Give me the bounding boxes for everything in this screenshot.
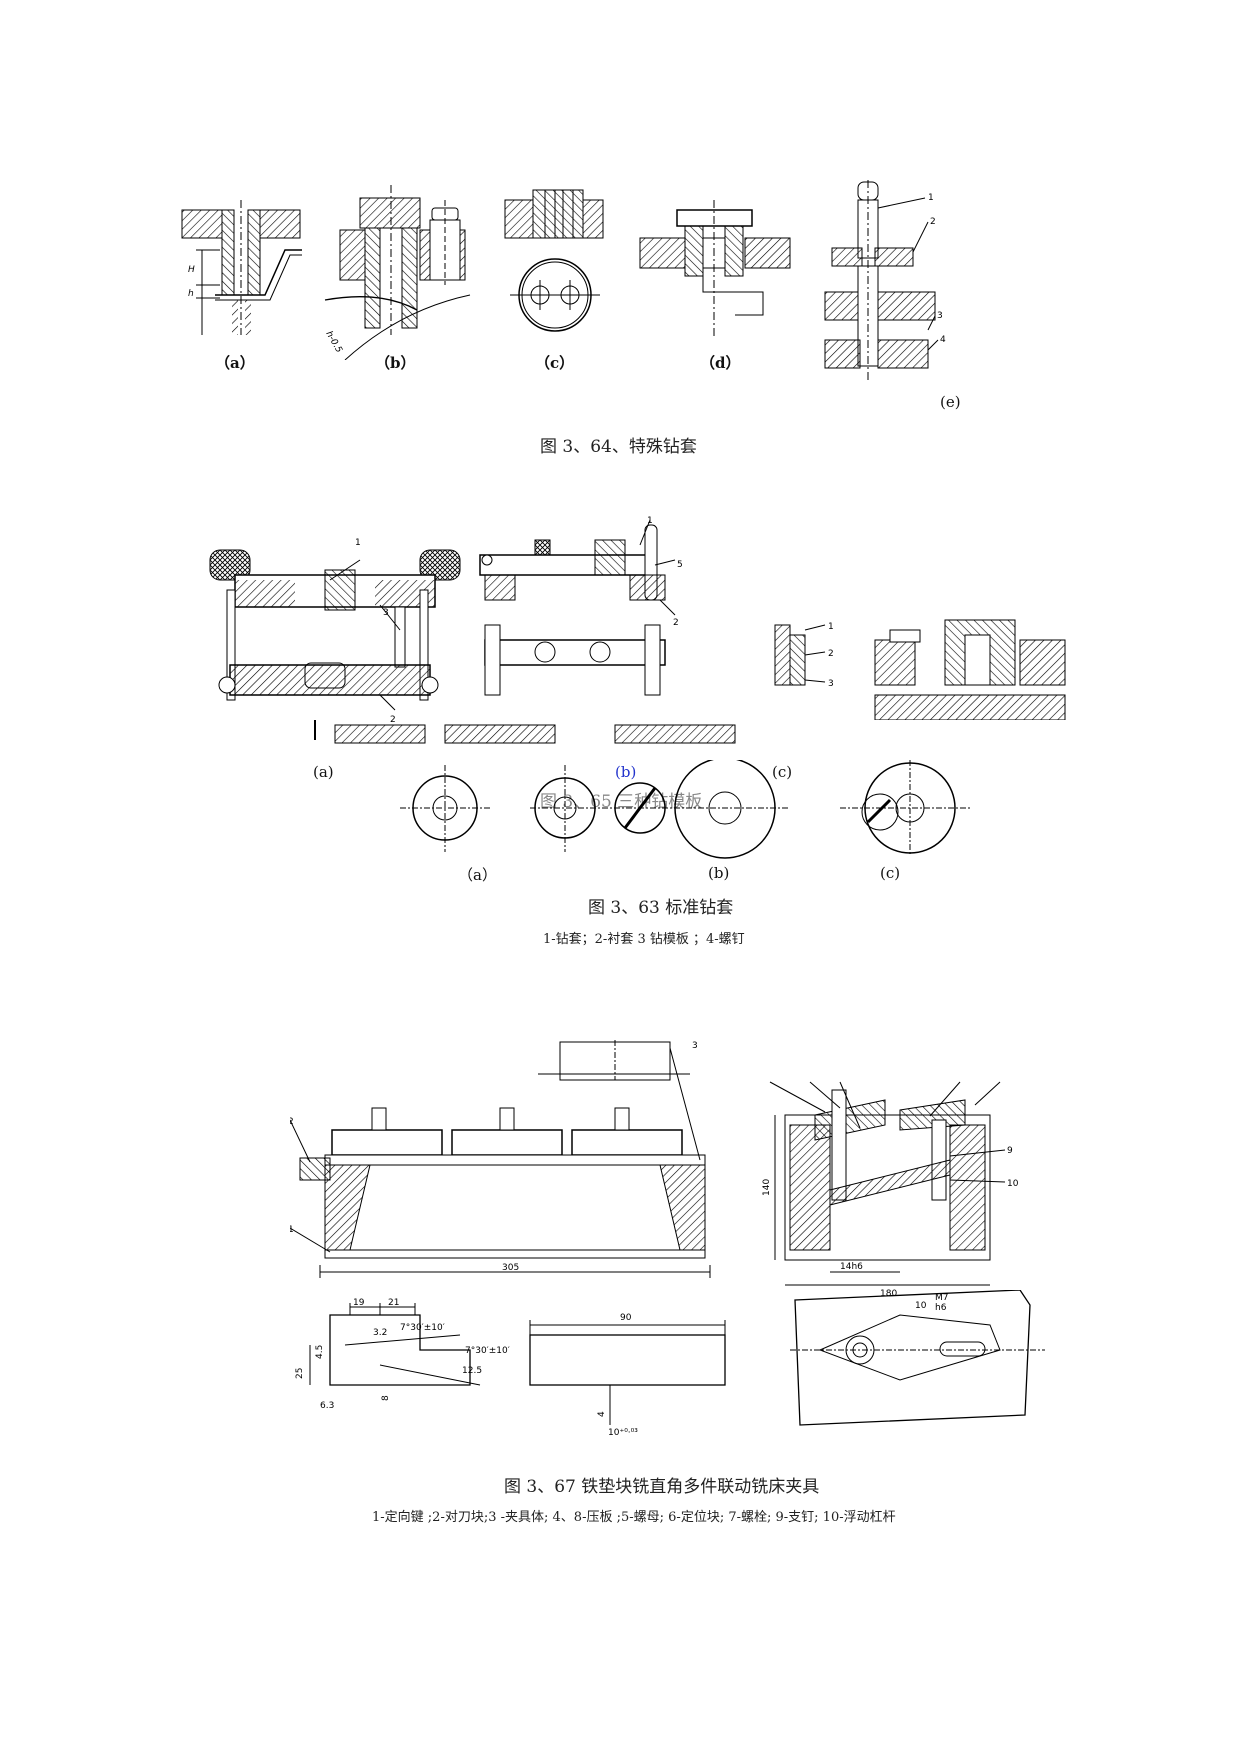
callout-3-67-10: 10 (1007, 1179, 1019, 1189)
drill-bushing-a-drawing: H h (181, 200, 302, 335)
callout-e-1: 1 (928, 193, 934, 203)
drill-bushing-d-drawing (639, 200, 791, 338)
dim-19: 19 (353, 1298, 365, 1308)
label-3-64-e: (e) (940, 393, 961, 411)
caption-3-67: 图 3、67 铁垫块铣直角多件联动铣床夹具 (504, 1477, 820, 1497)
dim-25: 25 (295, 1368, 305, 1379)
dim-14h6: 14h6 (840, 1262, 863, 1272)
dim-10: 10 (915, 1301, 927, 1311)
bushing-c-plan (840, 760, 970, 856)
roughness-6-3: 6.3 (320, 1401, 334, 1411)
label-3-65-c: (c) (772, 763, 793, 781)
callout-e-2: 2 (930, 217, 936, 227)
dim-H: H (188, 265, 195, 275)
callout-3-67-5: 5 (802, 1080, 808, 1083)
callout-3-65-c-1: 1 (828, 622, 834, 632)
fig-3-67-workpiece-detail: 19 21 7°30′±10′ 7°30′±10′ 4.5 25 8 6.3 3… (295, 1298, 726, 1438)
callout-3-65-a-2: 2 (390, 715, 396, 725)
callout-3-65-c-2: 2 (828, 649, 834, 659)
label-3-64-c: （c） (535, 354, 575, 372)
drill-bushing-e-drawing: 1 2 3 4 (824, 180, 946, 380)
label-3-63-b: (b) (708, 864, 730, 882)
fig-3-67-front-view: 2 1 3 305 (290, 1040, 711, 1278)
dim-angle-2: 7°30′±10′ (465, 1346, 510, 1356)
roughness-3-2: 3.2 (373, 1328, 387, 1338)
callout-3-67-4: 4 (762, 1080, 768, 1083)
dim-180: 180 (880, 1289, 897, 1299)
label-3-64-d: （d） (700, 354, 741, 372)
caption-3-63: 图 3、63 标准钻套 (588, 898, 734, 918)
bushing-a-plan (400, 765, 490, 852)
drill-bushing-b-drawing: h-0.5 (323, 185, 471, 360)
callout-3-67-9: 9 (1007, 1146, 1013, 1156)
callout-3-65-b-2: 2 (673, 618, 679, 628)
roughness-12-5: 12.5 (462, 1366, 482, 1376)
dim-angle-1: 7°30′±10′ (400, 1323, 445, 1333)
label-3-64-b: （b） (375, 354, 416, 372)
drill-plate-b-drawing: 1 5 2 (479, 516, 683, 696)
label-3-65-a: (a) (313, 763, 334, 781)
legend-3-67: 1-定向键 ;2-对刀块;3 -夹具体; 4、8-压板 ;5-螺母; 6-定位块… (372, 1510, 896, 1525)
label-3-63-c: (c) (880, 864, 901, 882)
legend-3-63: 1-钻套；2-衬套 3 钻模板 ；4-螺钉 (543, 932, 745, 947)
fig-3-67-side-view: 4 5 6 7 8 9 10 140 14h6 180 (762, 1080, 1019, 1299)
dim-140: 140 (762, 1179, 772, 1196)
callout-3-67-8: 8 (998, 1080, 1004, 1083)
drill-plate-c-small-drawing: 1 2 3 (774, 622, 834, 689)
dim-m7: M7 (935, 1293, 949, 1303)
bushing-b-plan (530, 760, 790, 859)
callout-3-65-a-1: 1 (355, 538, 361, 548)
label-3-65-b: (b) (615, 763, 637, 781)
dim-90: 90 (620, 1313, 632, 1323)
label-3-64-a: （a） (215, 354, 255, 372)
dim-4-5: 4.5 (315, 1345, 325, 1359)
callout-3-65-b-1: 1 (647, 516, 653, 526)
callout-e-3: 3 (937, 311, 943, 321)
callout-3-65-c-3: 3 (828, 679, 834, 689)
drill-plate-a-drawing: 1 3 2 (209, 538, 461, 725)
callout-3-67-6: 6 (836, 1080, 842, 1083)
label-3-63-a: （a） (458, 866, 497, 884)
drill-plate-c-drawing (874, 619, 1066, 720)
fig-3-63-plan-views (400, 760, 970, 859)
dim-tolerance: 10⁺⁰·⁰³ (608, 1428, 638, 1438)
fig-3-67-plan-view: 10 M7 h6 (790, 1290, 1045, 1426)
fig-3-65-base-plates (314, 720, 736, 744)
dim-8: 8 (381, 1395, 391, 1401)
dim-h6: h6 (935, 1303, 947, 1313)
callout-3-67-2: 2 (290, 1117, 294, 1127)
callout-3-67-1: 1 (290, 1225, 294, 1235)
callout-e-4: 4 (940, 335, 946, 345)
caption-3-64: 图 3、64、特殊钻套 (540, 437, 697, 457)
callout-3-65-a-3: 3 (383, 608, 389, 618)
figure-3-65: 1 3 2 (a) 1 5 2 (b) 1 2 3 (205, 516, 1075, 781)
dim-4: 4 (597, 1411, 607, 1417)
callout-3-67-3: 3 (692, 1041, 698, 1051)
dim-305: 305 (502, 1263, 519, 1273)
callout-3-67-7: 7 (956, 1080, 962, 1083)
drill-bushing-c-drawing (504, 189, 604, 332)
dim-21: 21 (388, 1298, 399, 1308)
callout-3-65-b-5: 5 (677, 560, 683, 570)
dim-h05: h-0.5 (323, 330, 343, 355)
dim-h: h (188, 289, 194, 299)
figure-3-64: H h （a） h-0.5 （b） （c） (180, 180, 1080, 420)
